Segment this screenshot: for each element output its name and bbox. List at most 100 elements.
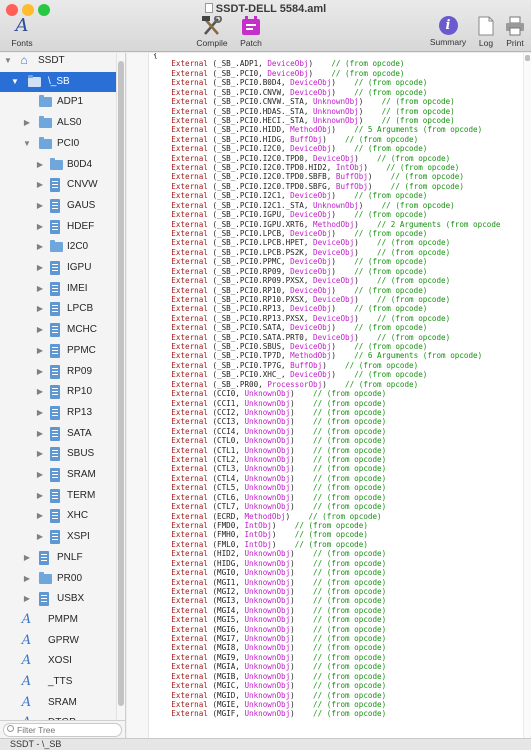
chevron-right-icon[interactable]: ▶ — [36, 366, 44, 376]
sidebar-scrollbar[interactable] — [116, 53, 125, 720]
chevron-down-icon[interactable]: ▼ — [11, 76, 19, 86]
tree-item-pnlf[interactable]: ▶PNLF — [0, 548, 125, 568]
code-view[interactable]: 22{23 External (_SB_.ADP1, DeviceObj) //… — [149, 53, 523, 738]
tree-item-term[interactable]: ▶ TERM — [0, 486, 125, 506]
keyword-token: External — [171, 332, 208, 342]
chevron-right-icon[interactable]: ▶ — [36, 511, 44, 521]
tree-item-lpcb[interactable]: ▶LPCB — [0, 299, 125, 319]
chevron-right-icon[interactable]: ▶ — [36, 325, 44, 335]
object-type-token: UnknownObj — [244, 407, 291, 417]
tree-item-adp1[interactable]: ADP1 — [0, 92, 125, 112]
tree-item-label: TERM — [67, 489, 96, 501]
chevron-right-icon[interactable]: ▶ — [36, 263, 44, 272]
method-icon: A — [20, 716, 33, 720]
chevron-right-icon[interactable]: ▶ — [36, 304, 44, 314]
chevron-down-icon[interactable]: ▼ — [4, 56, 12, 65]
chevron-right-icon[interactable]: ▶ — [36, 180, 44, 190]
chevron-right-icon[interactable]: ▶ — [23, 118, 31, 128]
tree-item-pci0[interactable]: ▼PCI0 — [0, 134, 125, 154]
tree-item-mchc[interactable]: ▶MCHC — [0, 320, 125, 340]
chevron-right-icon[interactable]: ▶ — [36, 532, 44, 542]
device-icon — [50, 364, 60, 379]
tree-item-b0d4[interactable]: ▶B0D4 — [0, 155, 125, 175]
log-label: Log — [478, 38, 494, 48]
chevron-right-icon[interactable]: ▶ — [36, 407, 44, 417]
device-icon — [50, 198, 60, 213]
tree-item-tts[interactable]: A_TTS — [0, 672, 125, 692]
zoom-window-button[interactable] — [38, 4, 50, 16]
tree-item-i2c0[interactable]: ▶I2C0 — [0, 237, 125, 257]
chevron-right-icon[interactable]: ▶ — [36, 221, 44, 231]
tree-item-xspi[interactable]: ▶XSPI — [0, 527, 125, 547]
chevron-right-icon[interactable]: ▶ — [36, 428, 44, 438]
object-type-token: DeviceObj — [313, 313, 355, 323]
tree-item-rp13[interactable]: ▶RP13 — [0, 403, 125, 423]
keyword-token: External — [171, 304, 208, 314]
tree-item-gaus[interactable]: ▶GAUS — [0, 196, 125, 216]
close-window-button[interactable] — [6, 4, 18, 16]
chevron-right-icon[interactable]: ▶ — [36, 159, 44, 169]
chevron-right-icon[interactable]: ▶ — [36, 387, 44, 397]
filter-tree-input[interactable] — [3, 723, 122, 737]
tree-item-xhc[interactable]: ▶XHC — [0, 506, 125, 526]
code-line: External (_SB_.PCI0.RP13, DeviceObj) // … — [171, 304, 428, 314]
tree-item-ppmc[interactable]: ▶PPMC — [0, 341, 125, 361]
minimize-window-button[interactable] — [22, 4, 34, 16]
chevron-right-icon[interactable]: ▶ — [36, 490, 44, 500]
keyword-token: External — [171, 671, 208, 681]
chevron-right-icon[interactable]: ▶ — [23, 594, 31, 604]
keyword-token: External — [171, 87, 208, 97]
tree-item-sram[interactable]: ▶SRAM — [0, 465, 125, 485]
print-button[interactable]: Print — [493, 16, 531, 50]
log-button[interactable]: Log — [464, 16, 508, 50]
chevron-right-icon[interactable]: ▶ — [36, 200, 44, 210]
tree-item-pr00[interactable]: ▶PR00 — [0, 569, 125, 589]
object-type-token: DeviceObj — [290, 285, 332, 295]
tree-item-rp09[interactable]: ▶RP09 — [0, 362, 125, 382]
code-line: External (MGIB, UnknownObj) // (from opc… — [171, 671, 387, 681]
status-bar: SSDT - \_SB — [0, 738, 531, 750]
object-type-token: UnknownObj — [244, 634, 291, 644]
tree-item-dtgp[interactable]: ADTGP — [0, 713, 125, 720]
patch-icon — [242, 16, 260, 35]
editor-scroll-thumb[interactable] — [525, 55, 530, 61]
tree-item-sb[interactable]: ▼\_SB — [0, 71, 125, 92]
code-line: External (_SB_.PCI0, DeviceObj) // (from… — [171, 68, 405, 78]
tree-item-sata[interactable]: ▶SATA — [0, 424, 125, 444]
sidebar-scroll-thumb[interactable] — [118, 61, 124, 706]
chevron-down-icon[interactable]: ▼ — [23, 138, 31, 148]
tree-item-ssdt[interactable]: ▼⌂SSDT — [0, 53, 125, 71]
tree-item-imei[interactable]: ▶IMEI — [0, 279, 125, 299]
tree-item-usbx[interactable]: ▶USBX — [0, 589, 125, 609]
chevron-right-icon[interactable]: ▶ — [36, 470, 44, 479]
code-line: External (_SB_.PCI0.LPCB, DeviceObj) // … — [171, 228, 428, 238]
editor-scrollbar[interactable] — [523, 53, 531, 738]
chevron-right-icon[interactable]: ▶ — [36, 283, 44, 293]
compile-button[interactable]: Compile — [190, 16, 234, 50]
tree-item-als0[interactable]: ▶ALS0 — [0, 113, 125, 133]
code-line: External (CCI1, UnknownObj) // (from opc… — [171, 398, 387, 408]
tree-item-rp10[interactable]: ▶RP10 — [0, 382, 125, 402]
fonts-button[interactable]: A Fonts — [0, 16, 44, 50]
summary-button[interactable]: i Summary — [426, 16, 470, 50]
tree-item-igpu[interactable]: ▶IGPU — [0, 258, 125, 278]
chevron-right-icon[interactable]: ▶ — [36, 345, 44, 355]
tree-item-sbus[interactable]: ▶ SBUS — [0, 444, 125, 464]
chevron-right-icon[interactable]: ▶ — [23, 552, 31, 562]
source-editor[interactable]: 22{23 External (_SB_.ADP1, DeviceObj) //… — [127, 53, 531, 738]
chevron-right-icon[interactable]: ▶ — [36, 449, 44, 459]
patch-button[interactable]: Patch — [229, 16, 273, 50]
tree-item-label: GPRW — [48, 634, 79, 646]
tree-item-cnvw[interactable]: ▶CNVW — [0, 175, 125, 195]
keyword-token: External — [171, 313, 208, 323]
comment-token: // (from opcode) — [331, 68, 405, 78]
tree-item-label: SBUS — [67, 448, 95, 460]
chevron-right-icon[interactable]: ▶ — [36, 242, 44, 252]
chevron-right-icon[interactable]: ▶ — [23, 573, 31, 583]
tree-item-hdef[interactable]: ▶HDEF — [0, 217, 125, 237]
keyword-token: External — [171, 586, 208, 596]
